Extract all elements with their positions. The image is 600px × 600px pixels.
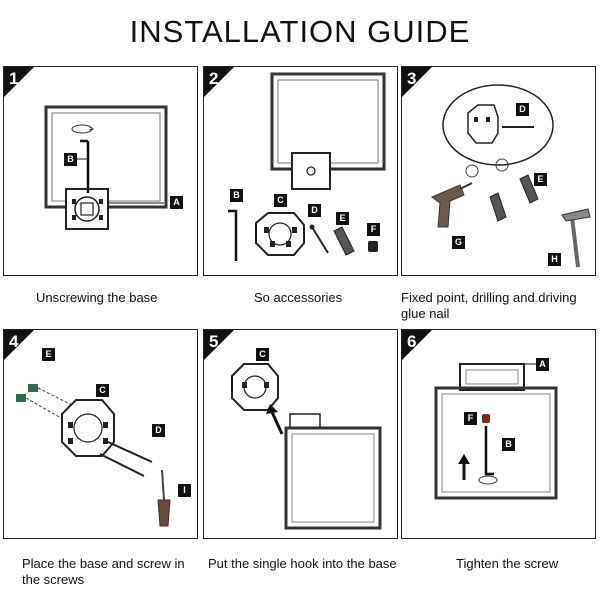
part-label-f: F [464, 412, 477, 425]
step-1-panel: 1 B A [3, 66, 198, 276]
part-label-f: F [367, 223, 380, 236]
step-1-illustration [44, 105, 168, 230]
step-3-illustration [431, 84, 591, 268]
step-number-badge: 3 [402, 67, 432, 97]
page-title: INSTALLATION GUIDE [129, 14, 471, 49]
part-label-a: A [536, 358, 549, 371]
part-label-c: C [96, 384, 109, 397]
step-4-panel: 4 E C D I [3, 329, 198, 539]
step-6-illustration [434, 363, 558, 500]
part-label-a: A [170, 196, 183, 209]
step-4-caption: Place the base and screw in the screws [22, 556, 185, 587]
part-label-c: C [256, 348, 269, 361]
part-label-h: H [548, 253, 561, 266]
part-label-g: G [452, 236, 465, 249]
part-label-e: E [336, 212, 349, 225]
part-label-d: D [516, 103, 529, 116]
part-label-d: D [308, 204, 321, 217]
step-number-badge: 6 [402, 330, 432, 360]
step-3-caption: Fixed point, drilling and driving glue n… [401, 290, 577, 321]
part-label-e: E [42, 348, 55, 361]
step-3-panel: 3 D E G H [401, 66, 596, 276]
step-number-badge: 1 [4, 67, 34, 97]
step-5-panel: 5 C [203, 329, 398, 539]
step-number-badge: 4 [4, 330, 34, 360]
part-label-b: B [64, 153, 77, 166]
step-number: 2 [209, 69, 219, 88]
step-5-caption: Put the single hook into the base [208, 556, 397, 571]
step-number: 1 [9, 69, 19, 88]
step-1-caption: Unscrewing the base [36, 290, 158, 305]
step-4-illustration [16, 384, 171, 527]
step-number-badge: 5 [204, 330, 234, 360]
step-2-panel: 2 B C D E F [203, 66, 398, 276]
step-2-caption: So accessories [254, 290, 343, 305]
part-label-b: B [502, 438, 515, 451]
step-number: 6 [407, 332, 417, 351]
step-number-badge: 2 [204, 67, 234, 97]
step-5-illustration [231, 363, 382, 530]
part-label-e: E [534, 173, 547, 186]
part-label-c: C [274, 194, 287, 207]
step-number: 5 [209, 332, 219, 351]
part-label-b: B [230, 189, 243, 202]
step-number: 3 [407, 69, 417, 88]
step-2-illustration [228, 72, 386, 261]
part-label-d: D [152, 424, 165, 437]
step-number: 4 [9, 332, 19, 351]
part-label-i: I [178, 484, 191, 497]
step-6-panel: 6 A F B [401, 329, 596, 539]
step-6-caption: Tighten the screw [456, 556, 559, 571]
